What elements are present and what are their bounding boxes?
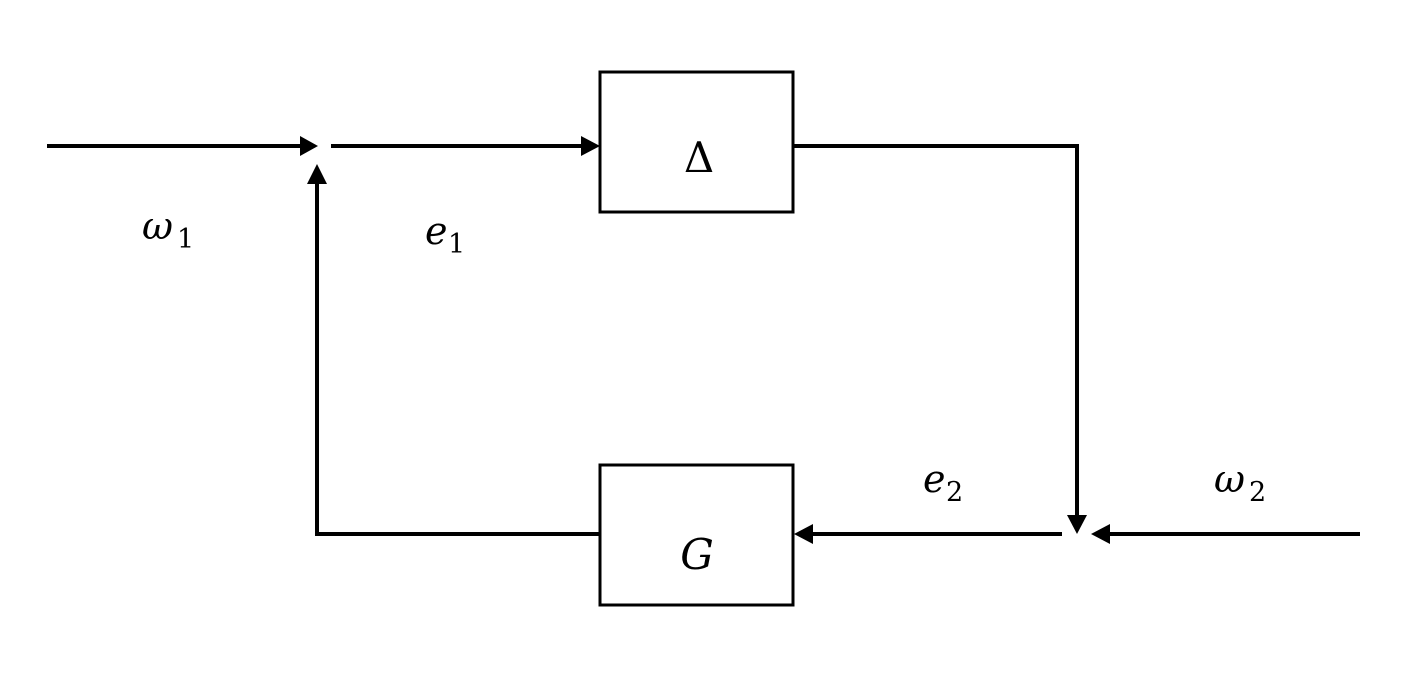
e2-subscript: 2 <box>946 477 963 508</box>
g-block-label: G <box>680 530 714 579</box>
arrow-into-summing-junction-1-from-below <box>307 164 327 184</box>
svg-text:1: 1 <box>448 229 465 260</box>
omega1-symbol: ω <box>142 204 173 248</box>
svg-text:2: 2 <box>946 477 963 508</box>
svg-text:e: e <box>923 457 946 501</box>
omega1-subscript: 1 <box>177 224 194 255</box>
feedback-wire <box>315 183 600 536</box>
svg-text:2: 2 <box>1249 477 1266 508</box>
arrow-into-g-block <box>794 524 813 544</box>
svg-text:ω: ω <box>142 204 173 248</box>
omega1-label: ω 1 <box>142 204 194 255</box>
delta-output-wire <box>793 144 1079 516</box>
omega2-label: ω 2 <box>1214 457 1266 508</box>
svg-text:ω: ω <box>1214 457 1245 501</box>
delta-block <box>598 70 795 214</box>
svg-text:1: 1 <box>177 224 194 255</box>
e1-symbol: e <box>425 209 448 253</box>
arrow-into-summing-junction-2-from-right <box>1091 524 1110 544</box>
arrow-into-summing-junction-2-from-top <box>1067 515 1087 534</box>
delta-block-label: Δ <box>684 133 714 182</box>
omega2-subscript: 2 <box>1249 477 1266 508</box>
arrow-into-summing-junction-1 <box>300 136 318 156</box>
e1-subscript: 1 <box>448 229 465 260</box>
e2-symbol: e <box>923 457 946 501</box>
arrow-into-delta-block <box>581 136 600 156</box>
e2-label: e 2 <box>923 457 963 508</box>
e1-label: e 1 <box>425 209 465 260</box>
omega2-symbol: ω <box>1214 457 1245 501</box>
svg-text:e: e <box>425 209 448 253</box>
